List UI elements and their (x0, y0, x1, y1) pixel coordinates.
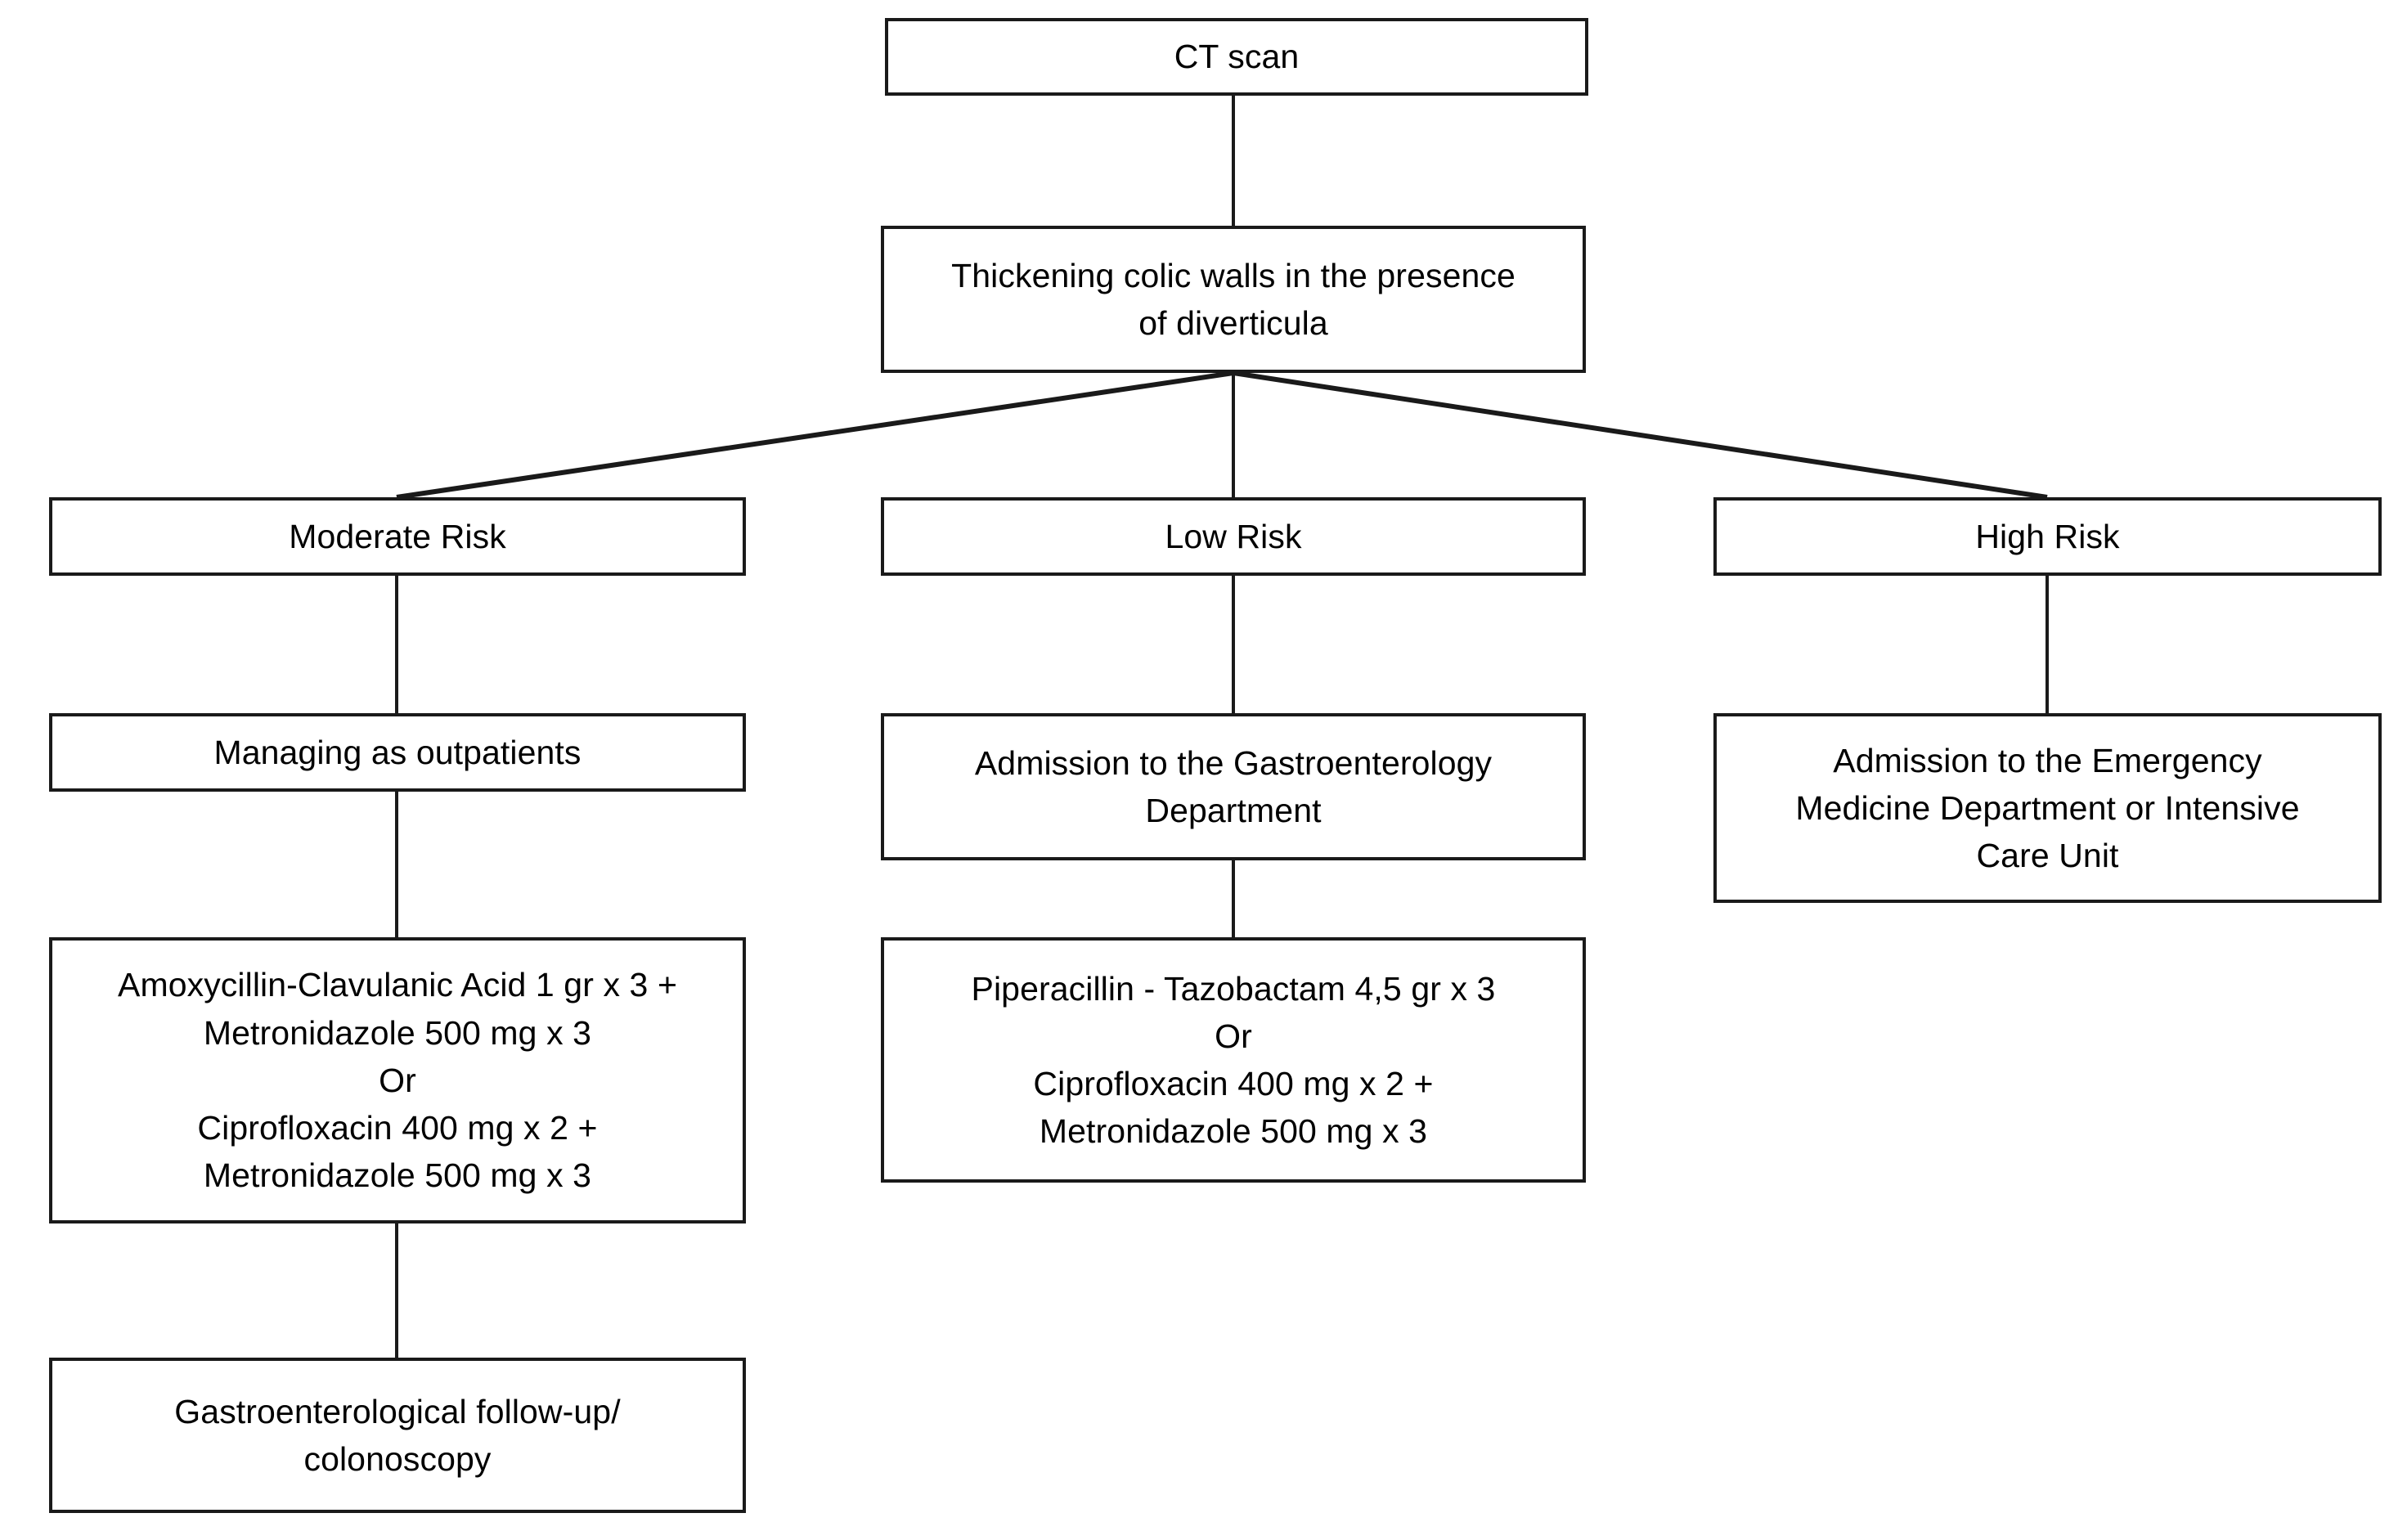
node-label-high-risk: High Risk (1975, 517, 2120, 555)
node-moderate-risk-antibiotics: Amoxycillin-Clavulanic Acid 1 gr x 3 + M… (49, 937, 746, 1223)
node-admission-emergency-icu: Admission to the Emergency Medicine Depa… (1713, 713, 2382, 903)
node-label-moderate-risk-antibiotics: Amoxycillin-Clavulanic Acid 1 gr x 3 + M… (118, 966, 677, 1195)
node-label-moderate-risk: Moderate Risk (289, 517, 506, 555)
node-admission-gastroenterology: Admission to the Gastroenterology Depart… (881, 713, 1586, 860)
node-moderate-risk: Moderate Risk (49, 497, 746, 576)
connector-thickening-to-moderate (396, 370, 1234, 500)
node-ct-scan: CT scan (885, 18, 1588, 96)
node-label-admission-gastroenterology: Admission to the Gastroenterology Depart… (974, 743, 1493, 829)
node-high-risk: High Risk (1713, 497, 2382, 576)
node-label-admission-emergency-icu: Admission to the Emergency Medicine Depa… (1795, 741, 2300, 875)
node-low-risk-antibiotics: Piperacillin - Tazobactam 4,5 gr x 3 Or … (881, 937, 1586, 1183)
node-label-low-risk: Low Risk (1165, 517, 1302, 555)
node-managing-as-outpatients: Managing as outpatients (49, 713, 746, 792)
node-low-risk: Low Risk (881, 497, 1586, 576)
node-thickening-colic-walls: Thickening colic walls in the presence o… (881, 226, 1586, 373)
node-label-thickening-colic-walls: Thickening colic walls in the presence o… (951, 256, 1516, 342)
connector-thickening-to-high (1233, 370, 2048, 500)
node-label-low-risk-antibiotics: Piperacillin - Tazobactam 4,5 gr x 3 Or … (971, 969, 1496, 1151)
node-label-managing-as-outpatients: Managing as outpatients (213, 733, 582, 771)
node-label-ct-scan: CT scan (1174, 38, 1300, 76)
node-label-gastro-followup-colonoscopy: Gastroenterological follow-up/ colonosco… (174, 1392, 621, 1478)
node-gastro-followup-colonoscopy: Gastroenterological follow-up/ colonosco… (49, 1358, 746, 1513)
